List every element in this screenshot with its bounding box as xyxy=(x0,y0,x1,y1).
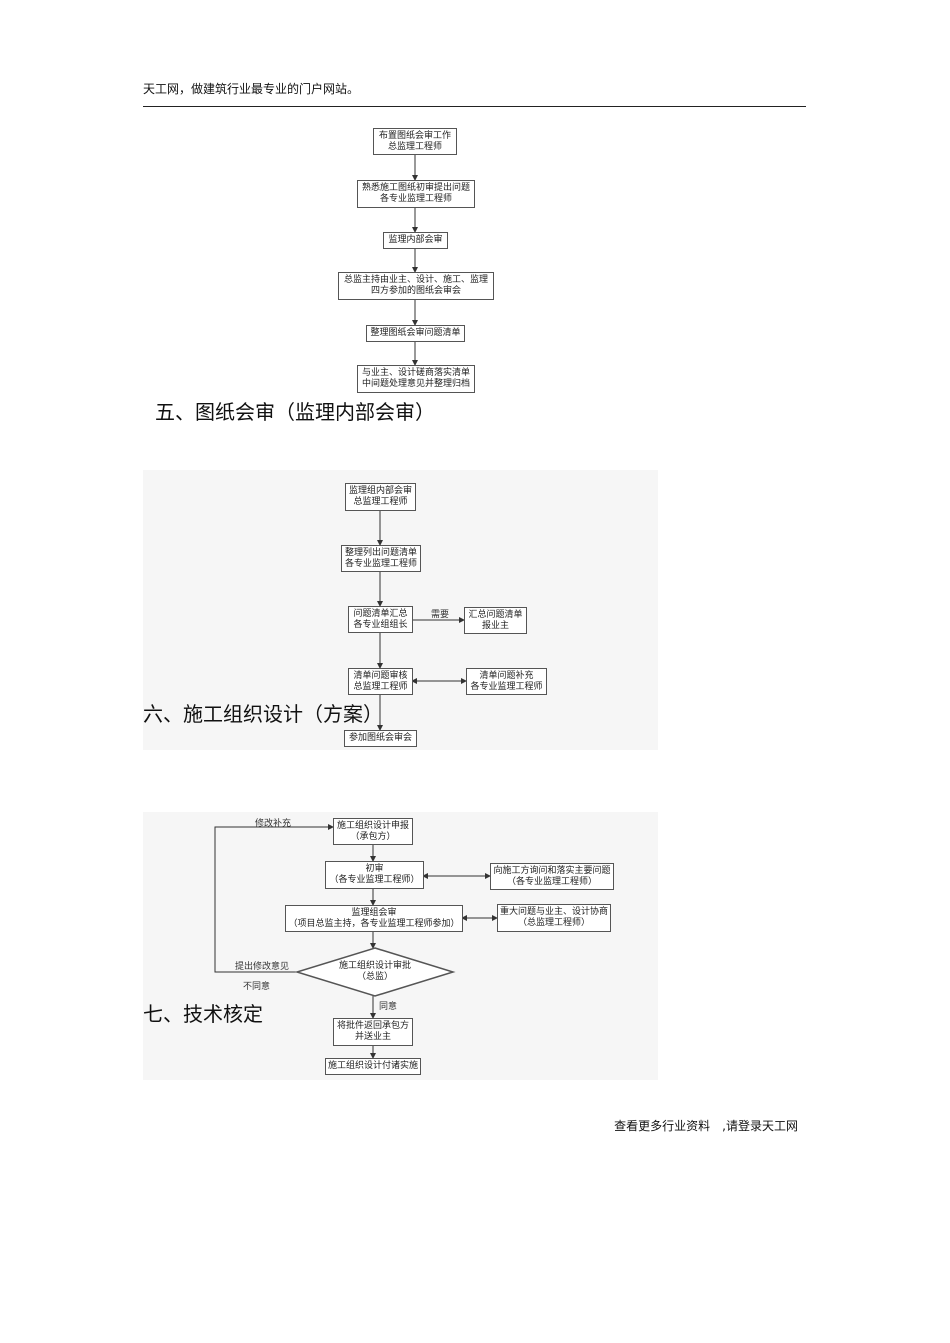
section-heading: 五、图纸会审（监理内部会审） xyxy=(155,400,435,424)
header-divider xyxy=(143,106,806,107)
edge-label: 需要 xyxy=(431,610,450,620)
flow-box: 施工组织设计付诸实施 xyxy=(325,1058,421,1075)
page-header: 天工网，做建筑行业最专业的门户网站。 xyxy=(143,82,360,96)
edge-label: 提出修改意见 xyxy=(235,962,290,972)
flow-box: 参加图纸会审会 xyxy=(344,730,417,747)
flow-box: 与业主、设计磋商落实清单中间题处理意见并整理归档 xyxy=(357,365,475,393)
flow-box: 总监主持由业主、设计、施工、监理四方参加的图纸会审会 xyxy=(338,272,494,300)
flow-box: 监理内部会审 xyxy=(383,232,448,249)
flow-box: 将批件返回承包方并送业主 xyxy=(333,1018,413,1046)
flow-box: 问题清单汇总各专业组组长 xyxy=(348,606,413,633)
edge-label: 修改补充 xyxy=(255,819,292,829)
decision-text: 施工组织设计审批（总监） xyxy=(338,961,411,982)
flow-box: 清单问题补充各专业监理工程师 xyxy=(466,668,547,695)
edge-label: 同意 xyxy=(379,1002,398,1012)
edge-label: 不同意 xyxy=(243,982,271,992)
flow-box: 施工组织设计申报（承包方） xyxy=(333,818,413,845)
flow-box: 监理组会审（项目总监主持，各专业监理工程师参加） xyxy=(285,905,463,932)
flow-box: 布置图纸会审工作总监理工程师 xyxy=(373,128,457,155)
flow-box: 汇总问题清单报业主 xyxy=(464,607,527,634)
flow-box: 初审（各专业监理工程师） xyxy=(325,861,424,889)
section-heading: 七、技术核定 xyxy=(143,1002,263,1026)
flow-box: 清单问题审核总监理工程师 xyxy=(348,668,413,695)
flow-box: 重大问题与业主、设计协商（总监理工程师） xyxy=(497,904,611,932)
page-footer: 查看更多行业资料 ,请登录天工网 xyxy=(614,1119,798,1133)
decision-diamond xyxy=(294,947,456,997)
flow-box: 向施工方询问和落实主要问题（各专业监理工程师） xyxy=(490,863,614,890)
flow-box: 整理列出问题清单各专业监理工程师 xyxy=(341,545,421,572)
flow-box: 整理图纸会审问题清单 xyxy=(366,325,465,342)
flow-box: 监理组内部会审总监理工程师 xyxy=(345,483,416,511)
flow-box: 熟悉施工图纸初审提出问题各专业监理工程师 xyxy=(357,180,475,208)
section-heading: 六、施工组织设计（方案） xyxy=(143,702,383,726)
